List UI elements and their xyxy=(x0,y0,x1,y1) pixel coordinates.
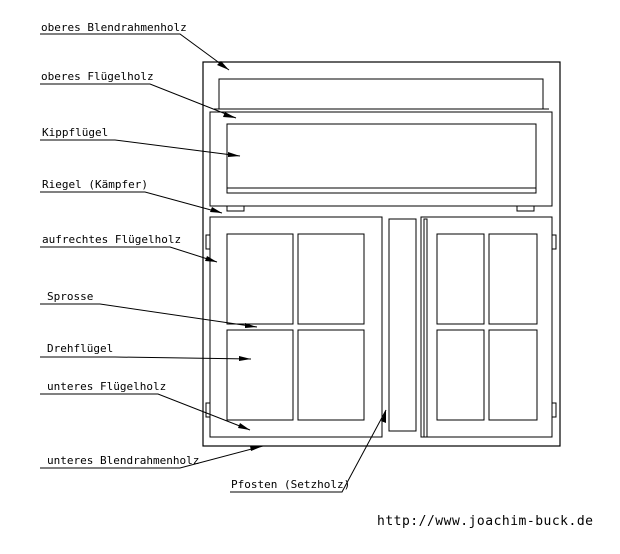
label-sprosse: Sprosse xyxy=(47,290,93,303)
right-hinge-top xyxy=(551,234,557,250)
right-casement-inner xyxy=(423,218,428,438)
label-oberes-blendrahmenholz: oberes Blendrahmenholz xyxy=(41,21,187,34)
label-aufrechtes-fluegelholz: aufrechtes Flügelholz xyxy=(42,233,181,246)
label-riegel: Riegel (Kämpfer) xyxy=(42,178,148,191)
transom-block-left xyxy=(226,205,245,212)
arrowhead xyxy=(205,256,217,262)
leader-aufrechtes-fluegelholz xyxy=(40,246,218,263)
leader-pfosten xyxy=(230,409,387,493)
left-pane-bottom-left xyxy=(226,329,294,421)
top-transom-box xyxy=(218,78,544,110)
leader-sprosse xyxy=(40,303,258,328)
arrowhead xyxy=(245,323,257,328)
arrowhead xyxy=(228,152,240,157)
left-pane-top-left xyxy=(226,233,294,325)
arrowhead xyxy=(238,423,250,430)
mullion xyxy=(388,218,417,432)
leader-unteres-blendrahmenholz xyxy=(40,445,264,469)
leader-oberes-blendrahmenholz xyxy=(40,33,230,71)
leader-riegel xyxy=(40,191,223,214)
leader-kippfluegel xyxy=(40,139,241,157)
leader-unteres-fluegelholz xyxy=(40,393,251,431)
arrowhead xyxy=(223,112,236,118)
right-casement-frame xyxy=(420,216,553,438)
label-kippfluegel: Kippflügel xyxy=(42,126,108,139)
label-oberes-fluegelholz: oberes Flügelholz xyxy=(41,70,154,83)
label-drehfluegel: Drehflügel xyxy=(47,342,113,355)
left-pane-bottom-right xyxy=(297,329,365,421)
transom-block-right xyxy=(516,205,535,212)
arrowhead xyxy=(210,207,222,213)
right-pane-bottom-right xyxy=(488,329,538,421)
right-pane-top-right xyxy=(488,233,538,325)
leader-oberes-fluegelholz xyxy=(40,83,237,119)
arrowhead xyxy=(217,61,229,70)
leader-drehfluegel xyxy=(40,356,252,360)
label-unteres-blendrahmenholz: unteres Blendrahmenholz xyxy=(47,454,199,467)
label-pfosten: Pfosten (Setzholz) xyxy=(231,478,350,491)
arrowhead xyxy=(381,410,386,423)
left-casement-frame xyxy=(209,216,383,438)
outer-frame xyxy=(202,61,561,447)
footer-url: http://www.joachim-buck.de xyxy=(377,514,594,529)
right-pane-bottom-left xyxy=(436,329,485,421)
left-hinge-top xyxy=(205,234,211,250)
left-pane-top-right xyxy=(297,233,365,325)
arrowhead xyxy=(250,446,263,451)
tilt-sash-frame xyxy=(209,111,553,207)
right-pane-top-left xyxy=(436,233,485,325)
arrowhead xyxy=(239,356,251,361)
tilt-sash-glass xyxy=(226,123,537,194)
right-hinge-bottom xyxy=(551,402,557,418)
label-unteres-fluegelholz: unteres Flügelholz xyxy=(47,380,166,393)
left-hinge-bottom xyxy=(205,402,211,418)
